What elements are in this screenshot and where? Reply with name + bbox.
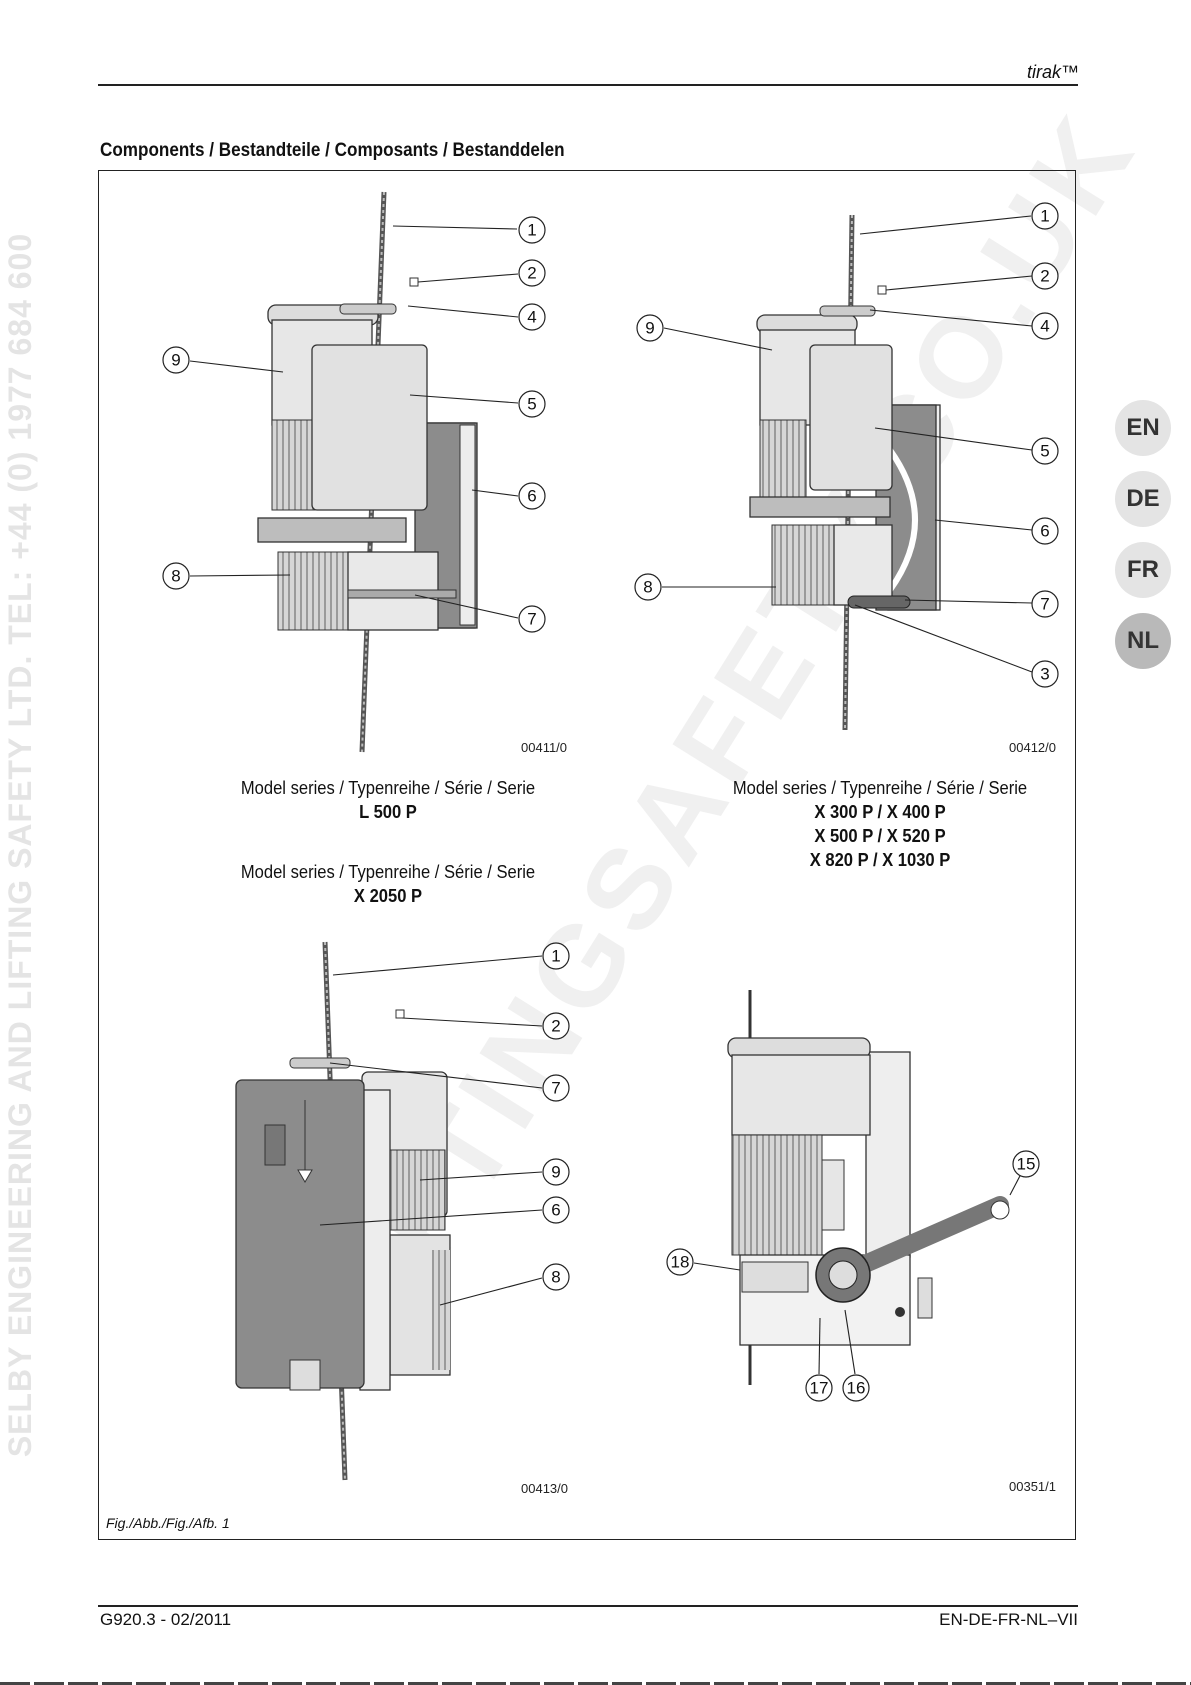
footer-page-number: EN-DE-FR-NL–VII xyxy=(939,1610,1078,1629)
drawing-hand-crank xyxy=(727,990,1010,1385)
callout-16: 16 xyxy=(842,1374,870,1402)
svg-text:8: 8 xyxy=(643,578,652,597)
svg-text:1: 1 xyxy=(551,947,560,966)
page-edge xyxy=(0,1682,1191,1685)
svg-text:7: 7 xyxy=(527,610,536,629)
svg-text:18: 18 xyxy=(671,1253,690,1272)
callout-1: 1 xyxy=(1031,202,1059,230)
callout-18: 18 xyxy=(666,1248,694,1276)
drawing-code-fig3: 00413/0 xyxy=(521,1481,568,1496)
svg-text:16: 16 xyxy=(847,1379,866,1398)
model-name: L 500 P xyxy=(359,802,417,822)
lang-tab-en[interactable]: EN xyxy=(1115,400,1171,456)
svg-text:1: 1 xyxy=(1040,207,1049,226)
lang-tab-nl[interactable]: NL xyxy=(1115,613,1171,669)
model-name: X 300 P / X 400 P xyxy=(814,802,946,822)
svg-text:2: 2 xyxy=(1040,267,1049,286)
lang-tab-fr[interactable]: FR xyxy=(1115,542,1171,598)
svg-text:6: 6 xyxy=(1040,522,1049,541)
svg-text:7: 7 xyxy=(551,1079,560,1098)
caption-fig2: Model series / Typenreihe / Série / Seri… xyxy=(687,776,1073,872)
callout-9: 9 xyxy=(162,346,190,374)
brand-name: tirak™ xyxy=(1026,62,1079,82)
model-name: X 820 P / X 1030 P xyxy=(809,850,951,870)
svg-text:2: 2 xyxy=(527,264,536,283)
callout-2: 2 xyxy=(542,1012,570,1040)
callout-1: 1 xyxy=(518,216,546,244)
caption-label: Model series / Typenreihe / Série / Seri… xyxy=(732,778,1028,798)
callout-3: 3 xyxy=(1031,660,1059,688)
callout-7: 7 xyxy=(1031,590,1059,618)
callout-4: 4 xyxy=(518,303,546,331)
callout-8: 8 xyxy=(162,562,190,590)
svg-text:15: 15 xyxy=(1017,1155,1036,1174)
figure-frame xyxy=(98,170,1076,1540)
svg-text:8: 8 xyxy=(551,1268,560,1287)
drawing-code-fig1: 00411/0 xyxy=(521,740,568,755)
callout-17: 17 xyxy=(805,1374,833,1402)
svg-text:9: 9 xyxy=(551,1163,560,1182)
callouts-fig4: 15 18 17 16 xyxy=(666,1150,1040,1402)
caption-label: Model series / Typenreihe / Série / Seri… xyxy=(240,862,536,882)
svg-text:4: 4 xyxy=(1040,317,1049,336)
callout-8: 8 xyxy=(542,1263,570,1291)
model-name: X 2050 P xyxy=(353,886,423,906)
callout-6: 6 xyxy=(542,1196,570,1224)
svg-text:6: 6 xyxy=(551,1201,560,1220)
drawing-x2050p xyxy=(235,941,451,1481)
caption-fig1: Model series / Typenreihe / Série / Seri… xyxy=(195,776,581,824)
drawing-code-fig4: 00351/1 xyxy=(1009,1479,1056,1494)
svg-text:5: 5 xyxy=(527,395,536,414)
section-title: Components / Bestandteile / Composants /… xyxy=(100,140,565,161)
svg-text:5: 5 xyxy=(1040,442,1049,461)
footer-rule xyxy=(98,1605,1078,1607)
caption-label: Model series / Typenreihe / Série / Seri… xyxy=(240,778,536,798)
svg-text:7: 7 xyxy=(1040,595,1049,614)
callout-8: 8 xyxy=(634,573,662,601)
callouts-fig3: 1 2 7 9 6 8 xyxy=(319,942,570,1306)
svg-text:9: 9 xyxy=(645,319,654,338)
svg-text:4: 4 xyxy=(527,308,536,327)
callout-7: 7 xyxy=(518,605,546,633)
svg-text:17: 17 xyxy=(810,1379,829,1398)
callouts-fig2: 1 2 4 9 5 6 8 7 3 xyxy=(634,202,1059,688)
callout-2: 2 xyxy=(1031,262,1059,290)
svg-text:6: 6 xyxy=(527,487,536,506)
callouts-fig1: 1 2 4 9 5 6 8 7 xyxy=(162,216,546,633)
svg-text:8: 8 xyxy=(171,567,180,586)
lang-tab-de[interactable]: DE xyxy=(1115,471,1171,527)
drawing-x-series xyxy=(749,214,941,731)
drawing-code-fig2: 00412/0 xyxy=(1009,740,1056,755)
callout-9: 9 xyxy=(636,314,664,342)
svg-text:2: 2 xyxy=(551,1017,560,1036)
callout-2: 2 xyxy=(518,259,546,287)
footer-doc-id: G920.3 - 02/2011 xyxy=(100,1610,232,1629)
caption-fig3: Model series / Typenreihe / Série / Seri… xyxy=(195,860,581,908)
figure-label: Fig./Abb./Fig./Afb. 1 xyxy=(106,1515,230,1531)
callout-6: 6 xyxy=(518,482,546,510)
callout-1: 1 xyxy=(542,942,570,970)
drawing-l500p xyxy=(257,191,478,753)
svg-text:1: 1 xyxy=(527,221,536,240)
callout-6: 6 xyxy=(1031,517,1059,545)
callout-7: 7 xyxy=(542,1074,570,1102)
callout-5: 5 xyxy=(1031,437,1059,465)
callout-15: 15 xyxy=(1012,1150,1040,1178)
svg-text:3: 3 xyxy=(1040,665,1049,684)
svg-text:9: 9 xyxy=(171,351,180,370)
model-name: X 500 P / X 520 P xyxy=(814,826,946,846)
header-rule xyxy=(98,84,1078,86)
callout-9: 9 xyxy=(542,1158,570,1186)
callout-4: 4 xyxy=(1031,312,1059,340)
callout-5: 5 xyxy=(518,390,546,418)
